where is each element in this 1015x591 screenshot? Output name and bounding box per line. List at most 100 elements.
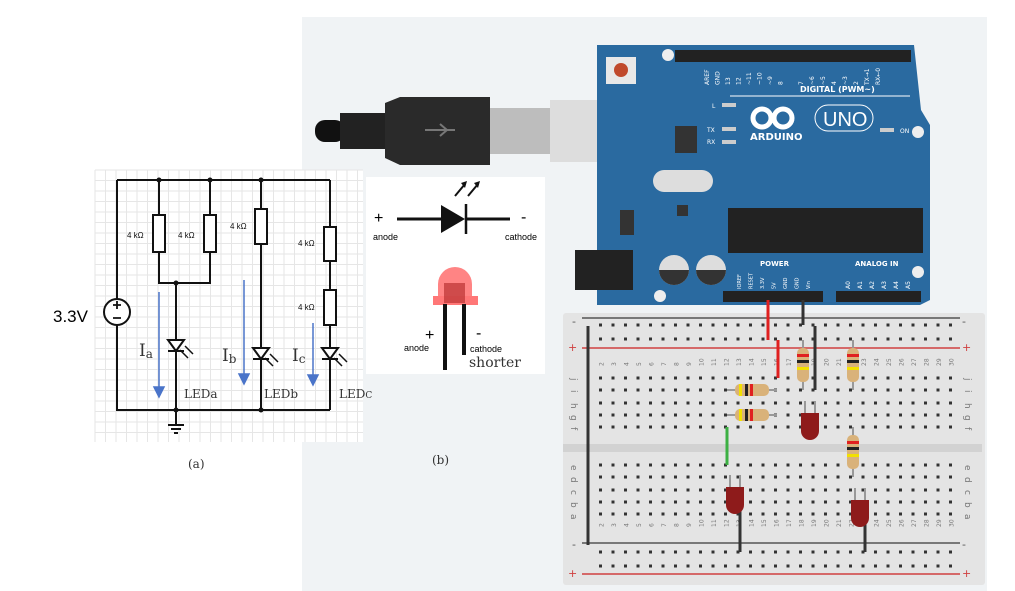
breadboard-hole <box>636 512 640 516</box>
breadboard-hole <box>899 463 902 467</box>
breadboard-hole <box>824 488 827 492</box>
breadboard-hole <box>611 475 615 479</box>
breadboard-hole <box>661 388 665 392</box>
resistor <box>254 208 268 245</box>
breadboard-hole <box>661 475 665 479</box>
breadboard-hole <box>674 401 677 405</box>
breadboard-hole <box>649 413 652 417</box>
resistors <box>152 208 337 326</box>
breadboard-hole <box>924 463 927 467</box>
breadboard-hole <box>736 425 740 429</box>
breadboard-hole <box>924 500 927 504</box>
rail-hole <box>899 323 902 327</box>
breadboard-hole <box>861 425 865 429</box>
breadboard-hole <box>924 425 927 429</box>
row-letter: g <box>568 415 578 421</box>
breadboard-hole <box>861 475 865 479</box>
breadboard-hole <box>661 413 665 417</box>
breadboard-hole <box>674 463 677 467</box>
resistor <box>152 214 166 253</box>
rail-hole <box>774 323 777 327</box>
breadboard-hole <box>599 463 602 467</box>
breadboard-hole <box>874 500 877 504</box>
breadboard-hole <box>599 475 602 479</box>
breadboard-hole <box>849 401 852 405</box>
rail-hole <box>886 337 890 341</box>
breadboard-hole <box>774 463 777 467</box>
resistor-band <box>797 360 809 363</box>
rail-hole <box>849 550 852 554</box>
breadboard-hole <box>711 463 715 467</box>
rail-hole <box>774 337 777 341</box>
column-number: 20 <box>824 519 831 527</box>
breadboard-hole <box>711 401 715 405</box>
breadboard-hole <box>911 512 915 516</box>
breadboard-hole <box>749 512 752 516</box>
rail-hole <box>936 550 940 554</box>
breadboard-hole <box>724 376 727 380</box>
breadboard-hole <box>674 425 677 429</box>
breadboard-hole <box>761 475 765 479</box>
breadboard-hole <box>911 388 915 392</box>
breadboard-hole <box>861 376 865 380</box>
breadboard-hole <box>824 463 827 467</box>
breadboard-hole <box>761 488 765 492</box>
rail-hole <box>799 564 802 568</box>
resistor-band <box>847 447 859 450</box>
led-red <box>851 500 869 527</box>
anode-label-2: anode <box>404 343 429 353</box>
breadboard-hole <box>924 475 927 479</box>
power-pin-label: Vin <box>806 281 812 289</box>
column-number: 5 <box>636 362 643 366</box>
breadboard-hole <box>936 512 940 516</box>
breadboard-hole <box>799 401 802 405</box>
rail-hole <box>849 337 852 341</box>
breadboard-hole <box>786 376 790 380</box>
breadboard-hole <box>749 475 752 479</box>
breadboard-hole <box>874 463 877 467</box>
rail-hole <box>674 337 677 341</box>
breadboard-hole <box>636 500 640 504</box>
rail-hole <box>736 337 740 341</box>
breadboard-hole <box>624 500 627 504</box>
column-number: 3 <box>611 523 618 527</box>
breadboard-hole <box>599 500 602 504</box>
breadboard-hole <box>749 376 752 380</box>
breadboard-hole <box>786 500 790 504</box>
breadboard-hole <box>774 425 777 429</box>
breadboard-hole <box>749 463 752 467</box>
rail-hole <box>636 323 640 327</box>
breadboard-hole <box>636 401 640 405</box>
rail-hole <box>699 550 702 554</box>
rail-hole <box>711 564 715 568</box>
digital-pin-label: GND <box>715 71 722 85</box>
row-letter: j <box>568 377 578 381</box>
breadboard-hole <box>799 475 802 479</box>
breadboard-hole <box>799 512 802 516</box>
rail-hole <box>699 564 702 568</box>
rail-hole <box>949 550 952 554</box>
breadboard-hole <box>849 512 852 516</box>
breadboard-hole <box>761 376 765 380</box>
breadboard-hole <box>686 413 690 417</box>
breadboard-hole <box>674 376 677 380</box>
breadboard-hole <box>911 488 915 492</box>
column-number: 17 <box>786 519 793 527</box>
diode-triangle-icon <box>441 205 465 233</box>
breadboard-hole <box>624 376 627 380</box>
breadboard-hole <box>636 463 640 467</box>
power-pin-label: RESET <box>749 272 755 289</box>
analog-pin-label: A4 <box>893 281 900 289</box>
row-letter: i <box>568 390 578 393</box>
breadboard-hole <box>886 376 890 380</box>
power-pin-label: 5V <box>772 282 778 289</box>
led-label-c: LEDC <box>339 387 372 401</box>
power-pin-label: GND <box>795 277 801 289</box>
rail-hole <box>636 337 640 341</box>
breadboard-hole <box>886 500 890 504</box>
rail-hole <box>886 323 890 327</box>
rail-sign: + <box>962 341 971 354</box>
breadboard-hole <box>849 388 852 392</box>
breadboard-hole <box>949 425 952 429</box>
rail-hole <box>624 564 627 568</box>
